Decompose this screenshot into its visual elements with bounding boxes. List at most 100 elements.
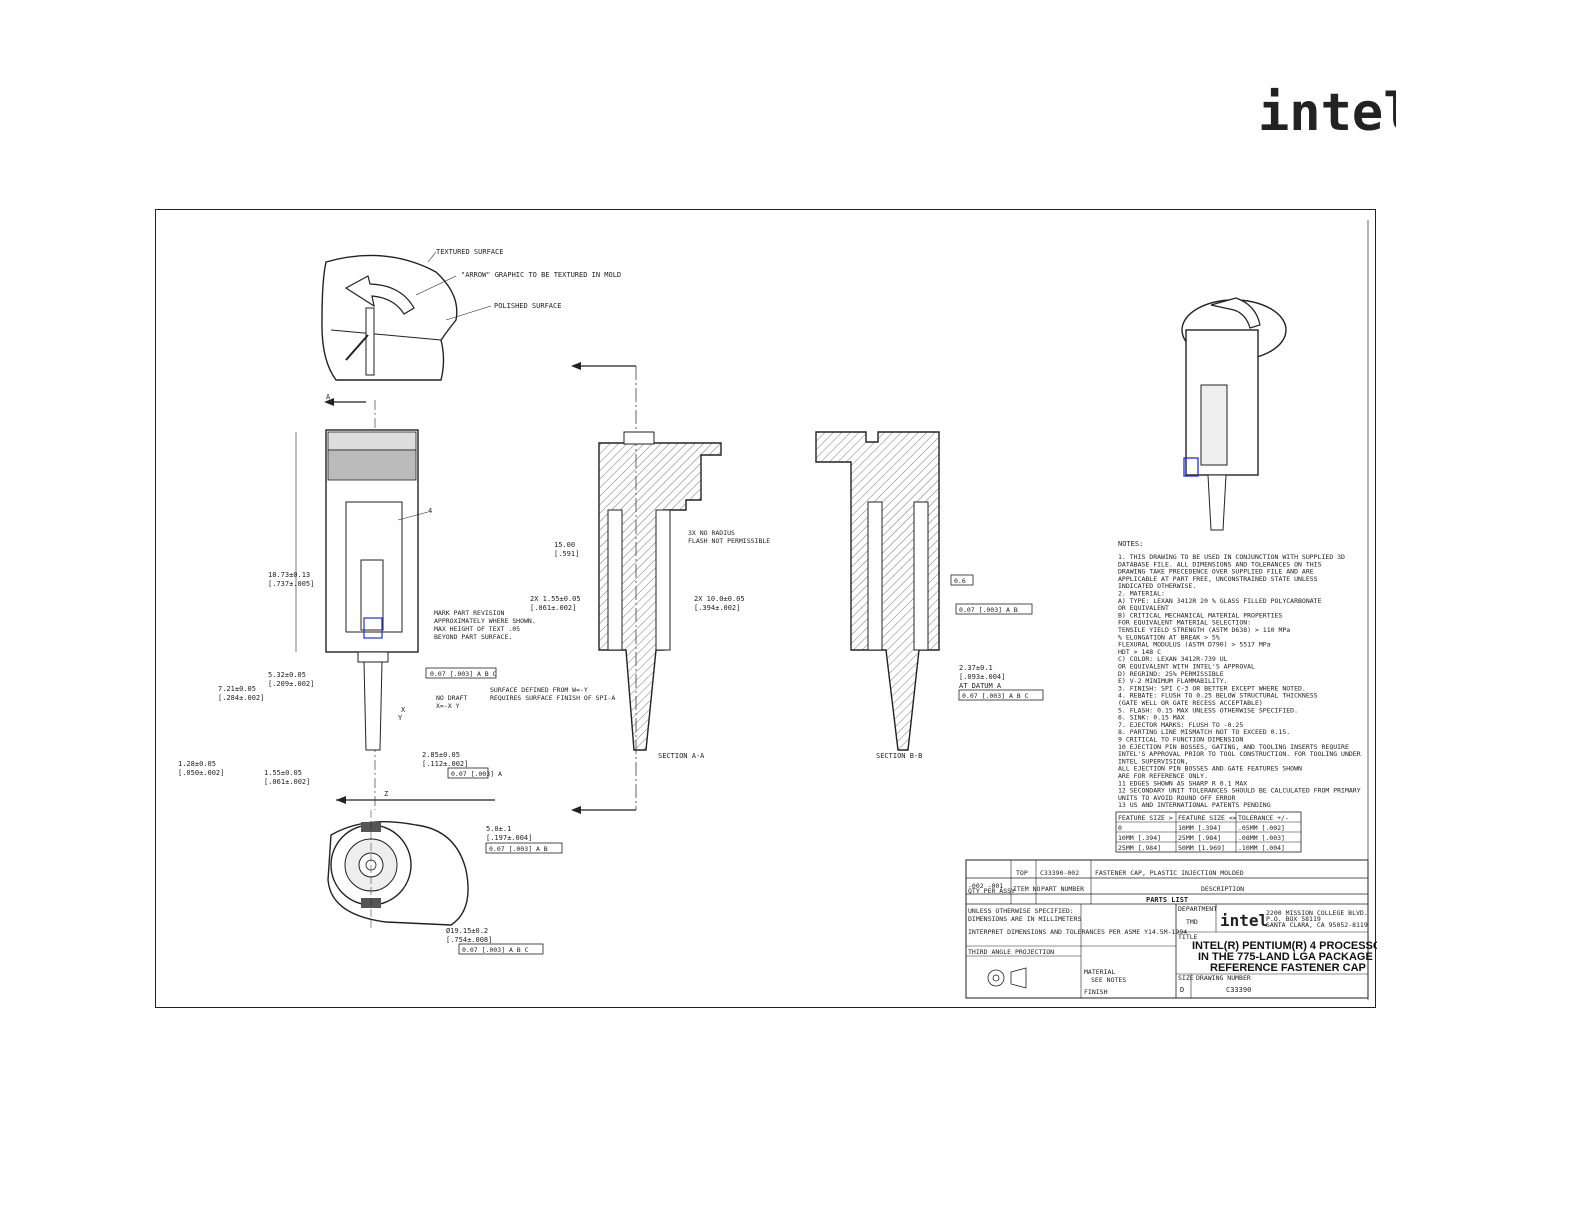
svg-text:BEYOND PART SURFACE.: BEYOND PART SURFACE.: [434, 633, 512, 641]
svg-text:TENSILE YIELD STRENGTH (ASTM D: TENSILE YIELD STRENGTH (ASTM D638) > 110…: [1118, 626, 1290, 634]
cap-isometric-view: [1181, 297, 1287, 531]
svg-text:4. REBATE: FLUSH TO 0.25 BELOW: 4. REBATE: FLUSH TO 0.25 BELOW STRUCTURA…: [1118, 692, 1318, 700]
svg-text:0: 0: [1118, 824, 1122, 832]
svg-text:X=-X Y: X=-X Y: [436, 702, 460, 710]
svg-text:SANTA CLARA, CA 95052-8119: SANTA CLARA, CA 95052-8119: [1266, 921, 1368, 929]
svg-text:1. THIS DRAWING TO BE USED IN: 1. THIS DRAWING TO BE USED IN CONJUNCTIO…: [1118, 553, 1345, 561]
svg-text:6. SINK: 0.15 MAX: 6. SINK: 0.15 MAX: [1118, 714, 1185, 722]
svg-text:FINISH: FINISH: [1084, 988, 1108, 996]
svg-text:DATABASE FILE. ALL DIMENSIONS: DATABASE FILE. ALL DIMENSIONS AND TOLERA…: [1118, 560, 1322, 568]
svg-text:D) REGRIND: 25% PERMISSIBLE: D) REGRIND: 25% PERMISSIBLE: [1118, 670, 1224, 678]
svg-text:SECTION A-A: SECTION A-A: [658, 752, 705, 760]
svg-text:FASTENER CAP, PLASTIC INJECTIO: FASTENER CAP, PLASTIC INJECTION MOLDED: [1095, 869, 1244, 877]
svg-text:.10MM [.004]: .10MM [.004]: [1238, 844, 1285, 852]
svg-text:A: A: [326, 393, 331, 401]
svg-text:0.07 [.003] A B: 0.07 [.003] A B: [489, 845, 548, 853]
svg-text:0.07 [.003] A B C: 0.07 [.003] A B C: [430, 670, 497, 678]
svg-text:[.197±.004]: [.197±.004]: [486, 834, 532, 842]
cap-front-view: A 18.73±0.13 [.737±.005] 5.32±0.05 [.209…: [178, 393, 615, 810]
svg-text:TMD: TMD: [1186, 918, 1198, 926]
svg-text:FLEXURAL MODULUS (ASTM D790) >: FLEXURAL MODULUS (ASTM D790) > 5517 MPa: [1118, 641, 1271, 649]
svg-text:5.0±.1: 5.0±.1: [486, 825, 511, 833]
svg-text:3X NO RADIUS: 3X NO RADIUS: [688, 529, 735, 537]
svg-text:8. PARTING LINE MISMATCH NOT T: 8. PARTING LINE MISMATCH NOT TO EXCEED 0…: [1118, 728, 1290, 736]
svg-text:IN THE 775-LAND LGA PACKAGE: IN THE 775-LAND LGA PACKAGE: [1198, 951, 1373, 963]
svg-text:[.737±.005]: [.737±.005]: [268, 580, 314, 588]
svg-text:DRAWING TAKE PRECEDENCE OVER S: DRAWING TAKE PRECEDENCE OVER SUPPLIED FI…: [1118, 568, 1314, 576]
svg-text:0.07 [.003] A B C: 0.07 [.003] A B C: [462, 946, 529, 954]
svg-text:B) CRITICAL MECHANICAL MATERIA: B) CRITICAL MECHANICAL MATERIAL PROPERTI…: [1118, 611, 1282, 619]
svg-text:2X 1.55±0.05: 2X 1.55±0.05: [530, 595, 581, 603]
svg-text:C33390-002: C33390-002: [1040, 869, 1079, 877]
svg-text:DEPARTMENT: DEPARTMENT: [1178, 905, 1217, 913]
svg-text:25MM [.984]: 25MM [.984]: [1178, 834, 1221, 842]
svg-text:APPLICABLE AT PART FREE, UNCON: APPLICABLE AT PART FREE, UNCONSTRAINED S…: [1118, 575, 1318, 583]
svg-text:10 EJECTION PIN BOSSES, GATING: 10 EJECTION PIN BOSSES, GATING, AND TOOL…: [1118, 743, 1349, 751]
svg-text:UNLESS OTHERWISE SPECIFIED:: UNLESS OTHERWISE SPECIFIED:: [968, 907, 1074, 915]
svg-text:[.209±.002]: [.209±.002]: [268, 680, 314, 688]
callout-polished: POLISHED SURFACE: [494, 302, 561, 310]
svg-text:10MM [.394]: 10MM [.394]: [1178, 824, 1221, 832]
svg-text:DESCRIPTION: DESCRIPTION: [1201, 885, 1244, 893]
svg-text:Z: Z: [384, 790, 388, 798]
svg-text:1.55±0.05: 1.55±0.05: [264, 769, 302, 777]
svg-text:10MM [.394]: 10MM [.394]: [1118, 834, 1161, 842]
svg-text:[.050±.002]: [.050±.002]: [178, 769, 224, 777]
section-a-a: 15.00 [.591] 2X 1.55±0.05 [.061±.002] 2X…: [530, 362, 770, 814]
svg-text:ARE FOR REFERENCE ONLY.: ARE FOR REFERENCE ONLY.: [1118, 772, 1208, 780]
svg-text:intel: intel: [1258, 83, 1396, 143]
svg-text:2.37±0.1: 2.37±0.1: [959, 664, 993, 672]
svg-text:®: ®: [1372, 122, 1379, 133]
svg-text:MATERIAL: MATERIAL: [1084, 968, 1115, 976]
svg-text:FOR EQUIVALENT MATERIAL SELECT: FOR EQUIVALENT MATERIAL SELECTION:: [1118, 619, 1251, 627]
svg-text:REQUIRES SURFACE FINISH OF SPI: REQUIRES SURFACE FINISH OF SPI-A: [490, 694, 615, 702]
title-block: TOP C33390-002 FASTENER CAP, PLASTIC INJ…: [965, 859, 1389, 999]
svg-text:MARK PART REVISION: MARK PART REVISION: [434, 609, 505, 617]
svg-text:NO DRAFT: NO DRAFT: [436, 694, 467, 702]
svg-text:0.07 [.003] A B: 0.07 [.003] A B: [959, 606, 1018, 614]
svg-text:[.061±.002]: [.061±.002]: [530, 604, 576, 612]
svg-text:DRAWING NUMBER: DRAWING NUMBER: [1196, 974, 1251, 982]
svg-text:25MM [.984]: 25MM [.984]: [1118, 844, 1161, 852]
svg-text:0.07 [.003] A B C: 0.07 [.003] A B C: [962, 692, 1029, 700]
svg-text:7. EJECTOR MARKS: FLUSH TO -0.: 7. EJECTOR MARKS: FLUSH TO -0.25: [1118, 721, 1243, 729]
svg-text:[.093±.004]: [.093±.004]: [959, 673, 1005, 681]
svg-text:4: 4: [428, 507, 432, 515]
svg-text:13 US AND INTERNATIONAL PATENT: 13 US AND INTERNATIONAL PATENTS PENDING: [1118, 801, 1271, 809]
callout-arrow: "ARROW" GRAPHIC TO BE TEXTURED IN MOLD: [461, 271, 621, 279]
svg-text:INTEL(R) PENTIUM(R) 4 PROCESSO: INTEL(R) PENTIUM(R) 4 PROCESSOR: [1192, 940, 1377, 952]
drawing-canvas: TEXTURED SURFACE "ARROW" GRAPHIC TO BE T…: [178, 220, 1389, 1000]
svg-text:0.07 [.003] A: 0.07 [.003] A: [451, 770, 502, 778]
svg-text:ALL EJECTION PIN BOSSES AND GA: ALL EJECTION PIN BOSSES AND GATE FEATURE…: [1118, 765, 1302, 773]
svg-text:C33390: C33390: [1226, 986, 1251, 994]
svg-text:TOLERANCE +/-: TOLERANCE +/-: [1238, 814, 1289, 822]
svg-text:REFERENCE FASTENER CAP: REFERENCE FASTENER CAP: [1210, 962, 1366, 974]
svg-text:[.754±.008]: [.754±.008]: [446, 936, 492, 944]
svg-text:NOTES:: NOTES:: [1118, 540, 1143, 548]
svg-text:(GATE WELL OR GATE RECESS ACCE: (GATE WELL OR GATE RECESS ACCEPTABLE): [1118, 699, 1263, 707]
svg-text:-002 -001: -002 -001: [968, 882, 1003, 890]
svg-text:18.73±0.13: 18.73±0.13: [268, 571, 310, 579]
svg-text:AT DATUM A: AT DATUM A: [959, 682, 1002, 690]
svg-text:INTEL'S APPROVAL PRIOR TO TOOL: INTEL'S APPROVAL PRIOR TO TOOL CONSTRUCT…: [1118, 750, 1361, 758]
svg-text:TITLE: TITLE: [1178, 933, 1198, 941]
cap-top-view: TEXTURED SURFACE "ARROW" GRAPHIC TO BE T…: [321, 248, 621, 381]
intel-logo: intel ®: [1258, 83, 1396, 143]
svg-text:2X 10.0±0.05: 2X 10.0±0.05: [694, 595, 745, 603]
callout-textured: TEXTURED SURFACE: [436, 248, 503, 256]
svg-text:2.85±0.05: 2.85±0.05: [422, 751, 460, 759]
svg-text:FEATURE SIZE <=: FEATURE SIZE <=: [1178, 814, 1237, 822]
revision-mark: [363, 617, 383, 639]
svg-text:9 CRITICAL TO FUNCTION DIMENS: 9 CRITICAL TO FUNCTION DIMENSION: [1118, 736, 1243, 744]
svg-text:50MM [1.969]: 50MM [1.969]: [1178, 844, 1225, 852]
svg-text:HDT > 148 C: HDT > 148 C: [1118, 648, 1161, 656]
svg-text:12 SECONDARY UNIT TOLERANCES S: 12 SECONDARY UNIT TOLERANCES SHOULD BE C…: [1118, 787, 1361, 795]
svg-text:SECTION B-B: SECTION B-B: [876, 752, 922, 760]
svg-text:2200 MISSION COLLEGE BLVD.: 2200 MISSION COLLEGE BLVD.: [1266, 909, 1368, 917]
svg-text:5. FLASH: 0.15 MAX UNLESS OTHE: 5. FLASH: 0.15 MAX UNLESS OTHERWISE SPEC…: [1118, 706, 1298, 714]
svg-text:C) COLOR: LEXAN 3412R-739 UL: C) COLOR: LEXAN 3412R-739 UL: [1118, 655, 1228, 663]
svg-text:UNITS TO AVOID ROUND OFF ERROR: UNITS TO AVOID ROUND OFF ERROR: [1118, 794, 1235, 802]
svg-text:OR EQUIVALENT: OR EQUIVALENT: [1118, 604, 1169, 612]
svg-text:INTERPRET DIMENSIONS AND TOLER: INTERPRET DIMENSIONS AND TOLERANCES PER …: [968, 928, 1187, 936]
svg-text:INDICATED OTHERWISE.: INDICATED OTHERWISE.: [1118, 582, 1196, 590]
